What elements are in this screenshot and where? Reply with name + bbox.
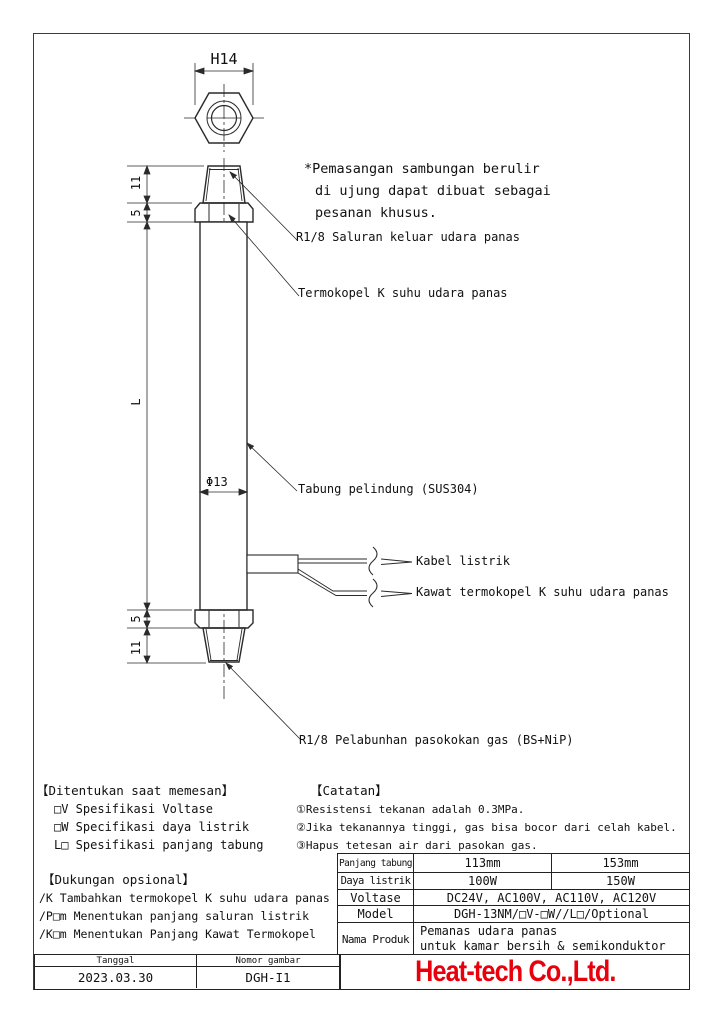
electric-wires — [297, 546, 413, 608]
optional-item-k: /K Tambahkan termokopel K suhu udara pan… — [39, 891, 330, 905]
dim-bottom-thread: 11 — [129, 640, 143, 656]
top-hex-nut — [194, 202, 254, 223]
dim-h14-lines — [193, 63, 255, 105]
drawing-number-label: Nomor gambar — [197, 955, 339, 967]
spec-row-tube-length: Panjang tabung 113mm 153mm — [338, 854, 689, 872]
spec-value: 113mm — [414, 854, 552, 872]
product-name-line2: untuk kamar bersih & semikonduktor — [420, 939, 666, 953]
company-logo: Heat-tech Co.,Ltd. — [414, 955, 616, 988]
note-2: ②Jika tekanannya tinggi, gas bisa bocor … — [296, 821, 677, 834]
note-star-line2: di ujung dapat dibuat sebagai — [315, 183, 551, 199]
dim-diameter: Φ13 — [206, 475, 228, 490]
spec-label: Panjang tabung — [338, 854, 414, 872]
date-label: Tanggal — [35, 955, 197, 967]
title-block: Tanggal Nomor gambar 2023.03.30 DGH-I1 — [34, 954, 340, 990]
order-item-length: L□ Spesifikasi panjang tabung — [54, 838, 264, 852]
bottom-hex-nut — [194, 609, 254, 629]
leader-lines — [226, 172, 302, 741]
cable-gland — [246, 554, 299, 574]
note-1: ①Resistensi tekanan adalah 0.3MPa. — [296, 803, 525, 816]
spec-label: Daya listrik — [338, 873, 414, 889]
spec-row-product-name: Nama Produk Pemanas udara panas untuk ka… — [338, 922, 689, 955]
spec-label: Voltase — [338, 890, 414, 905]
callout-tc-wire: Kawat termokopel K suhu udara panas — [416, 585, 669, 599]
dim-length: L — [129, 398, 143, 406]
spec-value: 153mm — [602, 856, 639, 870]
dim-bottom-hex: 5 — [129, 615, 143, 623]
spec-row-power: Daya listrik 100W 150W — [338, 872, 689, 889]
callout-thermocouple: Termokopel K suhu udara panas — [298, 286, 508, 300]
optional-section-title: 【Dukungan opsional】 — [42, 872, 195, 887]
spec-value: 150W — [606, 874, 635, 888]
spec-value: Pemanas udara panas untuk kamar bersih &… — [414, 923, 689, 955]
note-star-line3: pesanan khusus. — [315, 205, 437, 221]
spec-table: Panjang tabung 113mm 153mm Daya listrik … — [337, 853, 690, 956]
date-value: 2023.03.30 — [35, 967, 197, 988]
callout-gas-inlet: R1/8 Pelabunhan pasokokan gas (BS+NiP) — [299, 733, 574, 747]
drawing-number-value: DGH-I1 — [245, 970, 291, 985]
order-section-title: 【Ditentukan saat memesan】 — [36, 783, 235, 798]
callout-tube: Tabung pelindung (SUS304) — [298, 482, 479, 496]
dim-h14: H14 — [210, 50, 238, 68]
spec-row-voltage: Voltase DC24V, AC100V, AC110V, AC120V — [338, 889, 689, 905]
product-name-line1: Pemanas udara panas — [420, 924, 558, 938]
title-block-header-row: Tanggal Nomor gambar — [35, 955, 339, 967]
optional-item-km: /K□m Menentukan Panjang Kawat Termokopel — [39, 927, 316, 941]
dim-chain-lines — [127, 164, 206, 665]
spec-value: DGH-13NM/□V-□W//L□/Optional — [453, 907, 650, 921]
note-3: ③Hapus tetesan air dari pasokan gas. — [296, 839, 538, 852]
callout-air-outlet: R1/8 Saluran keluar udara panas — [296, 230, 520, 244]
order-item-voltage: □V Spesifikasi Voltase — [54, 802, 213, 816]
spec-row-model: Model DGH-13NM/□V-□W//L□/Optional — [338, 905, 689, 922]
spec-label: Model — [338, 906, 414, 922]
title-block-value-row: 2023.03.30 DGH-I1 — [35, 967, 339, 988]
callout-cable: Kabel listrik — [416, 554, 510, 568]
note-star-line1: *Pemasangan sambungan berulir — [304, 161, 540, 177]
dim-top-hex: 5 — [129, 209, 143, 217]
spec-value: DC24V, AC100V, AC110V, AC120V — [446, 890, 657, 905]
logo-cell: Heat-tech Co.,Ltd. — [340, 954, 690, 990]
protection-tube — [199, 221, 248, 611]
dim-top-thread: 11 — [129, 175, 143, 191]
spec-value: 100W — [414, 873, 552, 889]
dim-diameter-lines — [198, 488, 249, 496]
bottom-thread-fitting — [202, 627, 246, 663]
notes-section-title: 【Catatan】 — [310, 783, 388, 798]
order-item-power: □W Specifikasi daya listrik — [54, 820, 250, 834]
spec-label: Nama Produk — [338, 923, 414, 955]
optional-item-p: /P□m Menentukan panjang saluran listrik — [39, 909, 310, 923]
